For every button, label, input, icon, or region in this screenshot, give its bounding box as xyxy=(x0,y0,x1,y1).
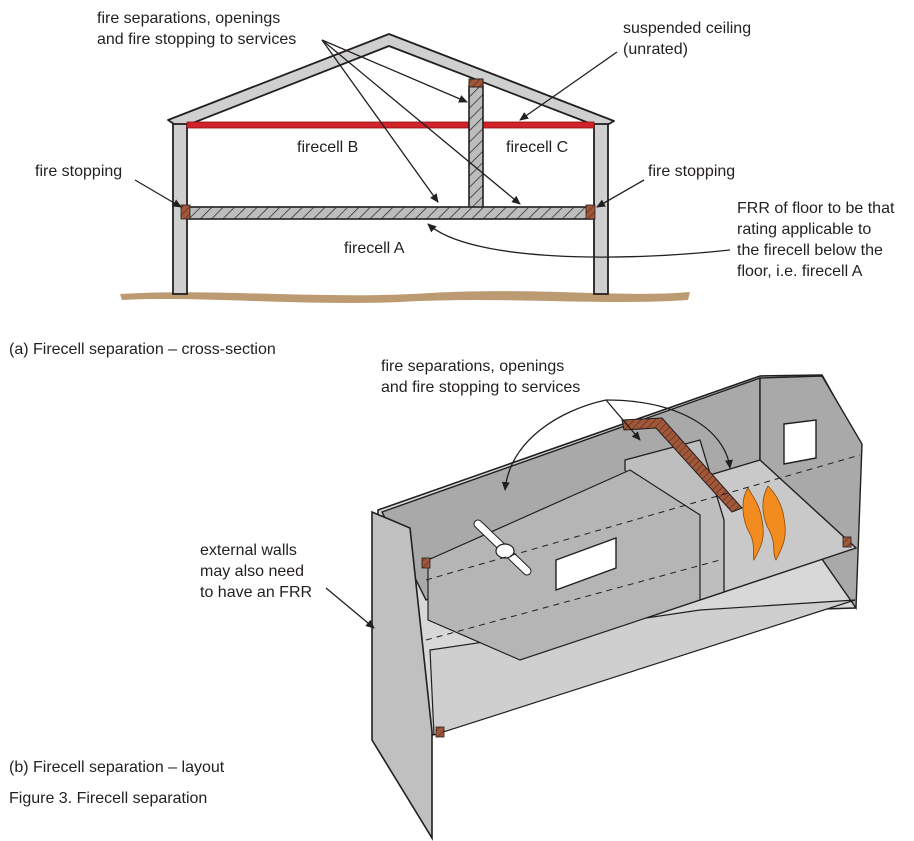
label-fire-stopping-right: fire stopping xyxy=(648,163,736,180)
cross-section-leaders xyxy=(134,39,731,258)
label-ceiling-line2: (unrated) xyxy=(623,41,688,58)
fire-stop-layout-1 xyxy=(421,557,431,569)
label-external-line2: may also need xyxy=(200,563,305,580)
floor-slab xyxy=(186,206,595,220)
label-services-b-line2: and fire stopping to services xyxy=(381,379,581,396)
label-firecell-a: firecell A xyxy=(344,240,405,257)
label-firecell-c: firecell C xyxy=(506,139,569,156)
ground xyxy=(120,291,690,303)
fire-separation-band xyxy=(621,417,743,513)
label-ceiling: suspended ceiling (unrated) xyxy=(623,18,751,60)
suspended-ceiling xyxy=(186,121,595,129)
label-firecell-b: firecell B xyxy=(297,139,359,156)
dashed-lines xyxy=(425,454,861,641)
label-external-walls: external walls may also need to have an … xyxy=(200,540,312,603)
right-wall xyxy=(593,123,609,295)
label-frr: FRR of floor to be that rating applicabl… xyxy=(737,198,894,282)
label-services-b-line1: fire separations, openings xyxy=(381,358,565,375)
fire-flames xyxy=(742,485,786,561)
label-services-a-line2: and fire stopping to services xyxy=(97,31,297,48)
label-frr-line3: the firecell below the xyxy=(737,242,883,259)
front-window xyxy=(555,536,617,592)
layout-leaders xyxy=(325,399,733,629)
fire-stop-right xyxy=(585,204,596,220)
label-services-a-line1: fire separations, openings xyxy=(97,10,281,27)
layout-drawing xyxy=(325,374,863,841)
service-pipe xyxy=(473,519,532,576)
figure-caption: Figure 3. Firecell separation xyxy=(9,790,208,807)
cross-section-drawing xyxy=(120,33,731,303)
label-external-line1: external walls xyxy=(200,542,297,559)
caption-b: (b) Firecell separation – layout xyxy=(9,759,225,776)
label-frr-line1: FRR of floor to be that xyxy=(737,200,895,217)
fire-stop-layout-3 xyxy=(842,536,852,548)
front-end-wall xyxy=(371,510,433,841)
label-services-a: fire separations, openings and fire stop… xyxy=(97,8,296,50)
label-frr-line2: rating applicable to xyxy=(737,221,872,238)
label-external-line3: to have an FRR xyxy=(200,584,313,601)
caption-a: (a) Firecell separation – cross-section xyxy=(9,341,276,358)
separation-wall-fire-stop xyxy=(468,78,484,88)
gable-window xyxy=(783,419,817,465)
label-frr-line4: floor, i.e. firecell A xyxy=(737,263,863,280)
fire-stop-left xyxy=(180,204,191,220)
label-fire-stopping-left: fire stopping xyxy=(35,163,123,180)
label-services-b: fire separations, openings and fire stop… xyxy=(381,356,580,398)
separation-wall xyxy=(468,85,484,209)
label-ceiling-line1: suspended ceiling xyxy=(623,20,752,37)
fire-stop-layout-2 xyxy=(435,726,445,738)
